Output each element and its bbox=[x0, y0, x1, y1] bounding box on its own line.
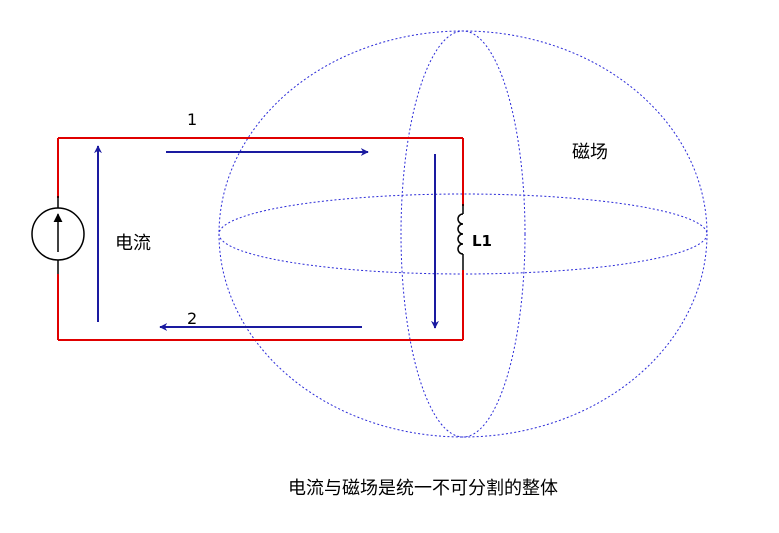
inductor-coil bbox=[457, 213, 464, 255]
loop-label-2: 2 bbox=[187, 309, 197, 328]
loop-label-1: 1 bbox=[187, 110, 197, 129]
inductor-label: L1 bbox=[472, 232, 492, 250]
inductor-coil-icon bbox=[457, 204, 464, 270]
magnetic-field-label: 磁场 bbox=[572, 142, 608, 163]
current-label: 电流 bbox=[115, 233, 151, 254]
circuit-loop bbox=[57, 137, 464, 341]
current-arrows bbox=[94, 145, 439, 331]
field-vertical-ellipse bbox=[400, 30, 526, 438]
source-circle bbox=[31, 207, 85, 261]
current-source-icon bbox=[31, 196, 85, 274]
diagram-caption: 电流与磁场是统一不可分割的整体 bbox=[288, 478, 558, 499]
